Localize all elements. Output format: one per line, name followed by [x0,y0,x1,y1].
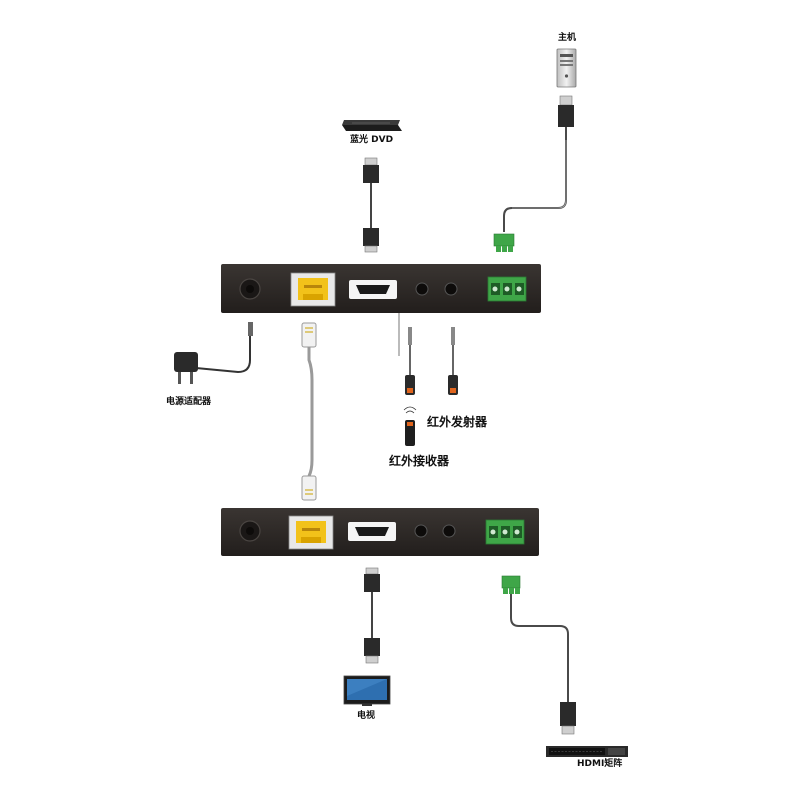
bluray-dvd-player-icon [342,120,402,131]
power-adapter-cable [195,322,253,374]
dvd-hdmi-cable [363,157,379,253]
bluray-dvd-label: 蓝光 DVD [350,135,394,145]
power-adapter-icon [174,352,198,384]
power-adapter-label: 电源适配器 [166,397,212,407]
ethernet-cable [301,322,317,501]
host-label: 主机 [558,33,577,43]
ir-cables [398,313,455,375]
host-cable [493,95,574,252]
tv-monitor-icon [343,675,391,706]
matrix-cable [501,575,576,735]
ir-transmitter-label: 红外发射器 [427,415,488,429]
tv-hdmi-cable [364,567,380,664]
tv-label: 电视 [357,711,376,721]
transmitter-device [221,264,541,313]
ir-receiver-icon [403,406,417,446]
host-computer-icon [556,48,577,88]
hdmi-matrix-icon [546,746,628,757]
receiver-device [221,508,539,556]
ir-emitter-icon [405,375,458,395]
hdmi-matrix-label: HDMI矩阵 [577,759,623,769]
ir-receiver-label: 红外接收器 [389,454,450,468]
